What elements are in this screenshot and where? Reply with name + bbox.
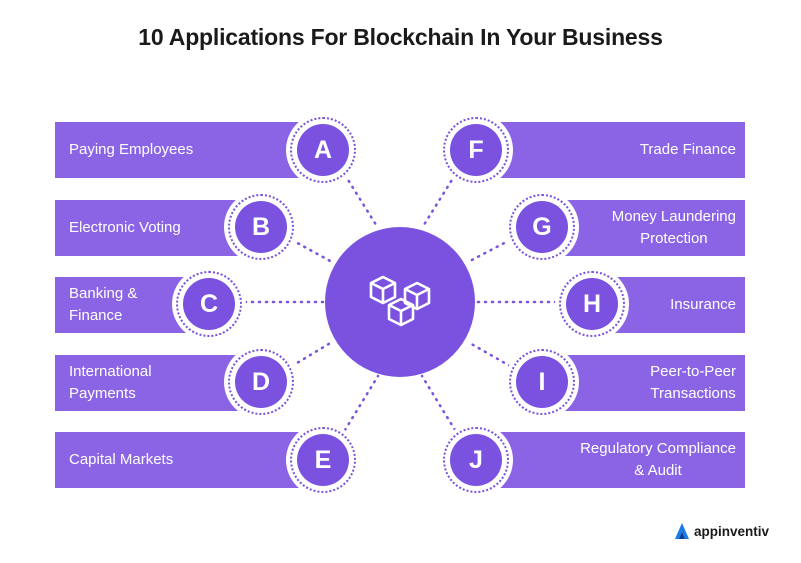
badge-letter-c: C <box>183 278 235 330</box>
badge-d: D <box>224 345 298 419</box>
item-label-e: Capital Markets <box>69 451 174 469</box>
badge-letter-j: J <box>450 434 502 486</box>
badge-e: E <box>286 423 360 497</box>
badge-g: G <box>505 190 579 264</box>
item-label-h: Insurance <box>670 296 736 314</box>
badge-b: B <box>224 190 298 264</box>
item-label-i: Peer-to-Peer Transactions <box>650 363 736 402</box>
connector-j <box>420 374 457 432</box>
connector-g <box>466 238 512 264</box>
item-bar-j: Regulatory Compliance & Audit <box>481 432 745 488</box>
badge-letter-a: A <box>297 124 349 176</box>
blockchain-hub <box>325 227 475 377</box>
connector-d <box>290 340 334 368</box>
blockchain-cubes-icon <box>369 275 431 327</box>
connector-b <box>290 238 334 264</box>
badge-letter-b: B <box>235 201 287 253</box>
badge-letter-e: E <box>297 434 349 486</box>
badge-letter-i: I <box>516 356 568 408</box>
badge-c: C <box>172 267 246 341</box>
page-title: 10 Applications For Blockchain In Your B… <box>138 24 663 50</box>
badge-letter-h: H <box>566 278 618 330</box>
connector-e <box>343 374 380 432</box>
item-label-b: Electronic Voting <box>69 219 181 237</box>
item-label-d: International Payments <box>69 363 152 402</box>
item-label-a: Paying Employees <box>69 141 194 159</box>
brand-logo: appinventiv <box>674 520 769 542</box>
badge-h: H <box>555 267 629 341</box>
connector-f <box>420 173 457 230</box>
badge-f: F <box>439 113 513 187</box>
badge-letter-d: D <box>235 356 287 408</box>
item-bar-a: Paying Employees <box>55 122 319 178</box>
item-label-g: Money Laundering Protection <box>611 208 736 247</box>
item-label-j: Regulatory Compliance & Audit <box>580 440 736 479</box>
connector-a <box>343 173 380 230</box>
appinventiv-logo-icon <box>675 523 689 539</box>
connector-i <box>466 340 512 368</box>
brand-name: appinventiv <box>694 523 770 539</box>
badge-letter-g: G <box>516 201 568 253</box>
item-label-c: Banking & Finance <box>69 285 138 324</box>
item-label-f: Trade Finance <box>639 141 736 159</box>
item-bar-e: Capital Markets <box>55 432 319 488</box>
badge-letter-f: F <box>450 124 502 176</box>
badge-a: A <box>286 113 360 187</box>
badge-i: I <box>505 345 579 419</box>
badge-j: J <box>439 423 513 497</box>
item-bar-f: Trade Finance <box>481 122 745 178</box>
